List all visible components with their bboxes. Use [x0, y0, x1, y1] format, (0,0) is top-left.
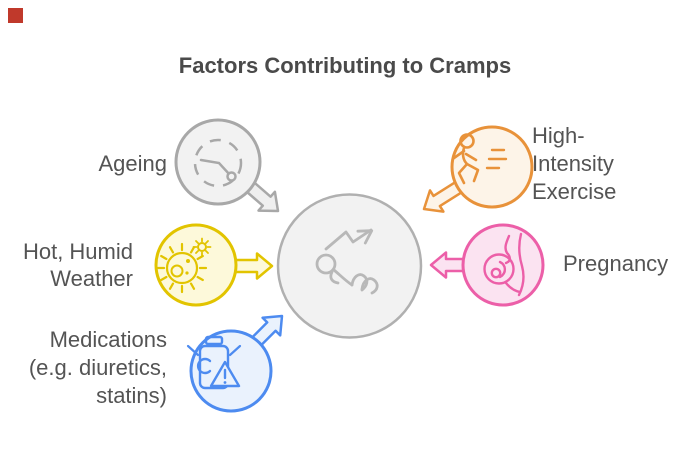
exercise-node: [450, 125, 534, 209]
ageing-label: Ageing: [98, 151, 167, 176]
medications-node: [186, 329, 273, 413]
pregnant-woman-icon: [483, 232, 525, 297]
medications-label: Medications (e.g. diuretics, statins): [28, 327, 167, 408]
cramping-person-icon: [315, 253, 379, 295]
clock-icon: [193, 138, 243, 188]
runner-icon: [452, 133, 508, 185]
ageing-node: [174, 118, 262, 206]
exercise-label: High- Intensity Exercise: [532, 123, 617, 204]
pregnancy-label: Pregnancy: [563, 251, 669, 276]
sun-icon: [156, 237, 212, 294]
center-node: [276, 193, 423, 339]
weather-node: [154, 223, 238, 307]
diagram-title: Factors Contributing to Cramps: [178, 53, 512, 78]
weather-label: Hot, Humid Weather: [22, 239, 133, 291]
medicine-bottle-icon: [186, 335, 242, 390]
red-marker: [8, 8, 23, 23]
pregnancy-node: [461, 223, 545, 307]
trend-arrow-icon: [324, 228, 374, 251]
